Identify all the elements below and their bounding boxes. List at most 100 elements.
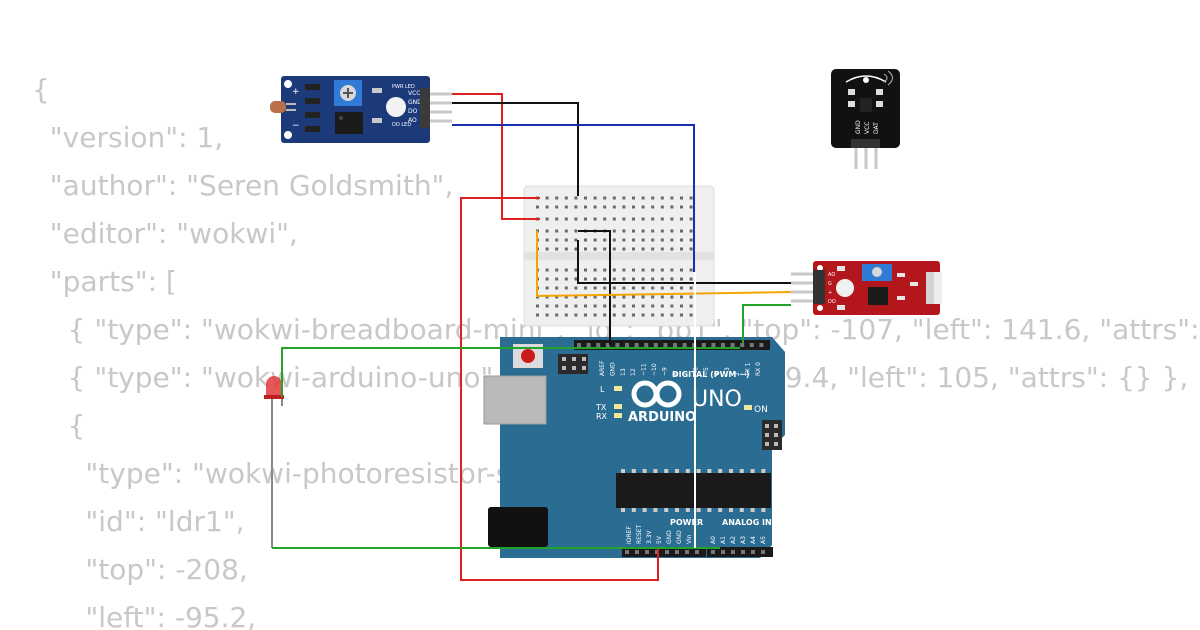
breadboard-hole[interactable] [603, 268, 607, 272]
breadboard-hole[interactable] [641, 229, 645, 233]
header-pin[interactable] [625, 550, 629, 554]
header-pin[interactable] [596, 343, 601, 347]
breadboard-hole[interactable] [603, 304, 607, 308]
breadboard-hole[interactable] [603, 313, 607, 317]
header-pin[interactable] [665, 550, 669, 554]
breadboard-hole[interactable] [660, 268, 664, 272]
header-pin[interactable] [751, 550, 755, 554]
breadboard-hole[interactable] [680, 217, 683, 221]
breadboard-hole[interactable] [612, 247, 616, 251]
breadboard-hole[interactable] [584, 313, 587, 317]
breadboard-hole[interactable] [564, 205, 568, 209]
breadboard-hole[interactable] [689, 229, 693, 233]
breadboard-hole[interactable] [651, 229, 655, 233]
sound-sensor-module[interactable]: AO G + DO [791, 261, 942, 315]
breadboard-hole[interactable] [670, 196, 674, 200]
breadboard-hole[interactable] [612, 295, 616, 299]
header-pin[interactable] [711, 550, 715, 554]
breadboard-hole[interactable] [670, 238, 674, 242]
breadboard-hole[interactable] [555, 196, 559, 200]
breadboard-hole[interactable] [564, 277, 568, 281]
breadboard-hole[interactable] [612, 268, 616, 272]
breadboard-hole[interactable] [660, 277, 664, 281]
breadboard-hole[interactable] [660, 304, 664, 308]
breadboard-hole[interactable] [564, 313, 568, 317]
breadboard-hole[interactable] [584, 205, 587, 209]
breadboard-hole[interactable] [680, 313, 683, 317]
breadboard-hole[interactable] [612, 304, 616, 308]
breadboard-hole[interactable] [689, 268, 693, 272]
breadboard-hole[interactable] [680, 247, 683, 251]
breadboard-hole[interactable] [555, 205, 559, 209]
breadboard-hole[interactable] [545, 217, 549, 221]
breadboard-hole[interactable] [632, 286, 635, 290]
breadboard-hole[interactable] [555, 313, 559, 317]
breadboard-hole[interactable] [603, 196, 607, 200]
header-pin[interactable] [721, 550, 725, 554]
breadboard-hole[interactable] [612, 205, 616, 209]
breadboard-hole[interactable] [641, 286, 645, 290]
usb-port[interactable] [483, 375, 547, 425]
breadboard-hole[interactable] [632, 277, 635, 281]
breadboard-hole[interactable] [593, 295, 597, 299]
breadboard-hole[interactable] [680, 304, 683, 308]
breadboard-hole[interactable] [680, 205, 683, 209]
breadboard-hole[interactable] [593, 205, 597, 209]
header-pin[interactable] [634, 343, 639, 347]
breadboard-hole[interactable] [651, 238, 655, 242]
breadboard-hole[interactable] [622, 205, 626, 209]
red-led[interactable] [264, 376, 284, 548]
breadboard-hole[interactable] [574, 277, 578, 281]
breadboard-hole[interactable] [651, 268, 655, 272]
breadboard-hole[interactable] [612, 286, 616, 290]
breadboard-hole[interactable] [612, 196, 616, 200]
breadboard-hole[interactable] [670, 313, 674, 317]
breadboard-hole[interactable] [622, 196, 626, 200]
header-pin[interactable] [682, 343, 687, 347]
breadboard-hole[interactable] [545, 205, 549, 209]
breadboard-hole[interactable] [545, 196, 549, 200]
header-pin[interactable] [701, 343, 706, 347]
header-pin[interactable] [645, 550, 649, 554]
breadboard-hole[interactable] [670, 295, 674, 299]
breadboard-hole[interactable] [641, 313, 645, 317]
breadboard-hole[interactable] [632, 313, 635, 317]
header-pin[interactable] [663, 343, 668, 347]
breadboard-hole[interactable] [603, 217, 607, 221]
breadboard-hole[interactable] [689, 313, 693, 317]
breadboard-hole[interactable] [593, 277, 597, 281]
breadboard-hole[interactable] [574, 295, 578, 299]
breadboard-hole[interactable] [660, 217, 664, 221]
breadboard-hole[interactable] [622, 238, 626, 242]
breadboard-hole[interactable] [536, 313, 539, 317]
breadboard-hole[interactable] [545, 238, 549, 242]
breadboard-hole[interactable] [651, 295, 655, 299]
breadboard-hole[interactable] [632, 268, 635, 272]
header-pin[interactable] [615, 343, 620, 347]
breadboard-hole[interactable] [555, 247, 559, 251]
breadboard-hole[interactable] [651, 304, 655, 308]
power-jack[interactable] [488, 507, 548, 547]
breadboard-hole[interactable] [651, 277, 655, 281]
breadboard-hole[interactable] [622, 304, 626, 308]
breadboard-hole[interactable] [632, 205, 635, 209]
header-pin[interactable] [586, 343, 591, 347]
breadboard-hole[interactable] [555, 217, 559, 221]
breadboard-hole[interactable] [689, 304, 693, 308]
photoresistor-sensor-module[interactable]: + − PWR LED DO LED VCC GND DO AO [270, 76, 452, 143]
breadboard-hole[interactable] [632, 295, 635, 299]
breadboard-hole[interactable] [632, 247, 635, 251]
breadboard-hole[interactable] [651, 217, 655, 221]
breadboard-hole[interactable] [584, 286, 587, 290]
breadboard-hole[interactable] [545, 229, 549, 233]
breadboard-hole[interactable] [660, 313, 664, 317]
breadboard-hole[interactable] [651, 286, 655, 290]
header-pin[interactable] [673, 343, 677, 347]
breadboard-hole[interactable] [670, 229, 674, 233]
breadboard-hole[interactable] [603, 295, 607, 299]
breadboard-hole[interactable] [564, 229, 568, 233]
breadboard-hole[interactable] [593, 313, 597, 317]
header-pin[interactable] [653, 343, 658, 347]
breadboard-hole[interactable] [670, 304, 674, 308]
